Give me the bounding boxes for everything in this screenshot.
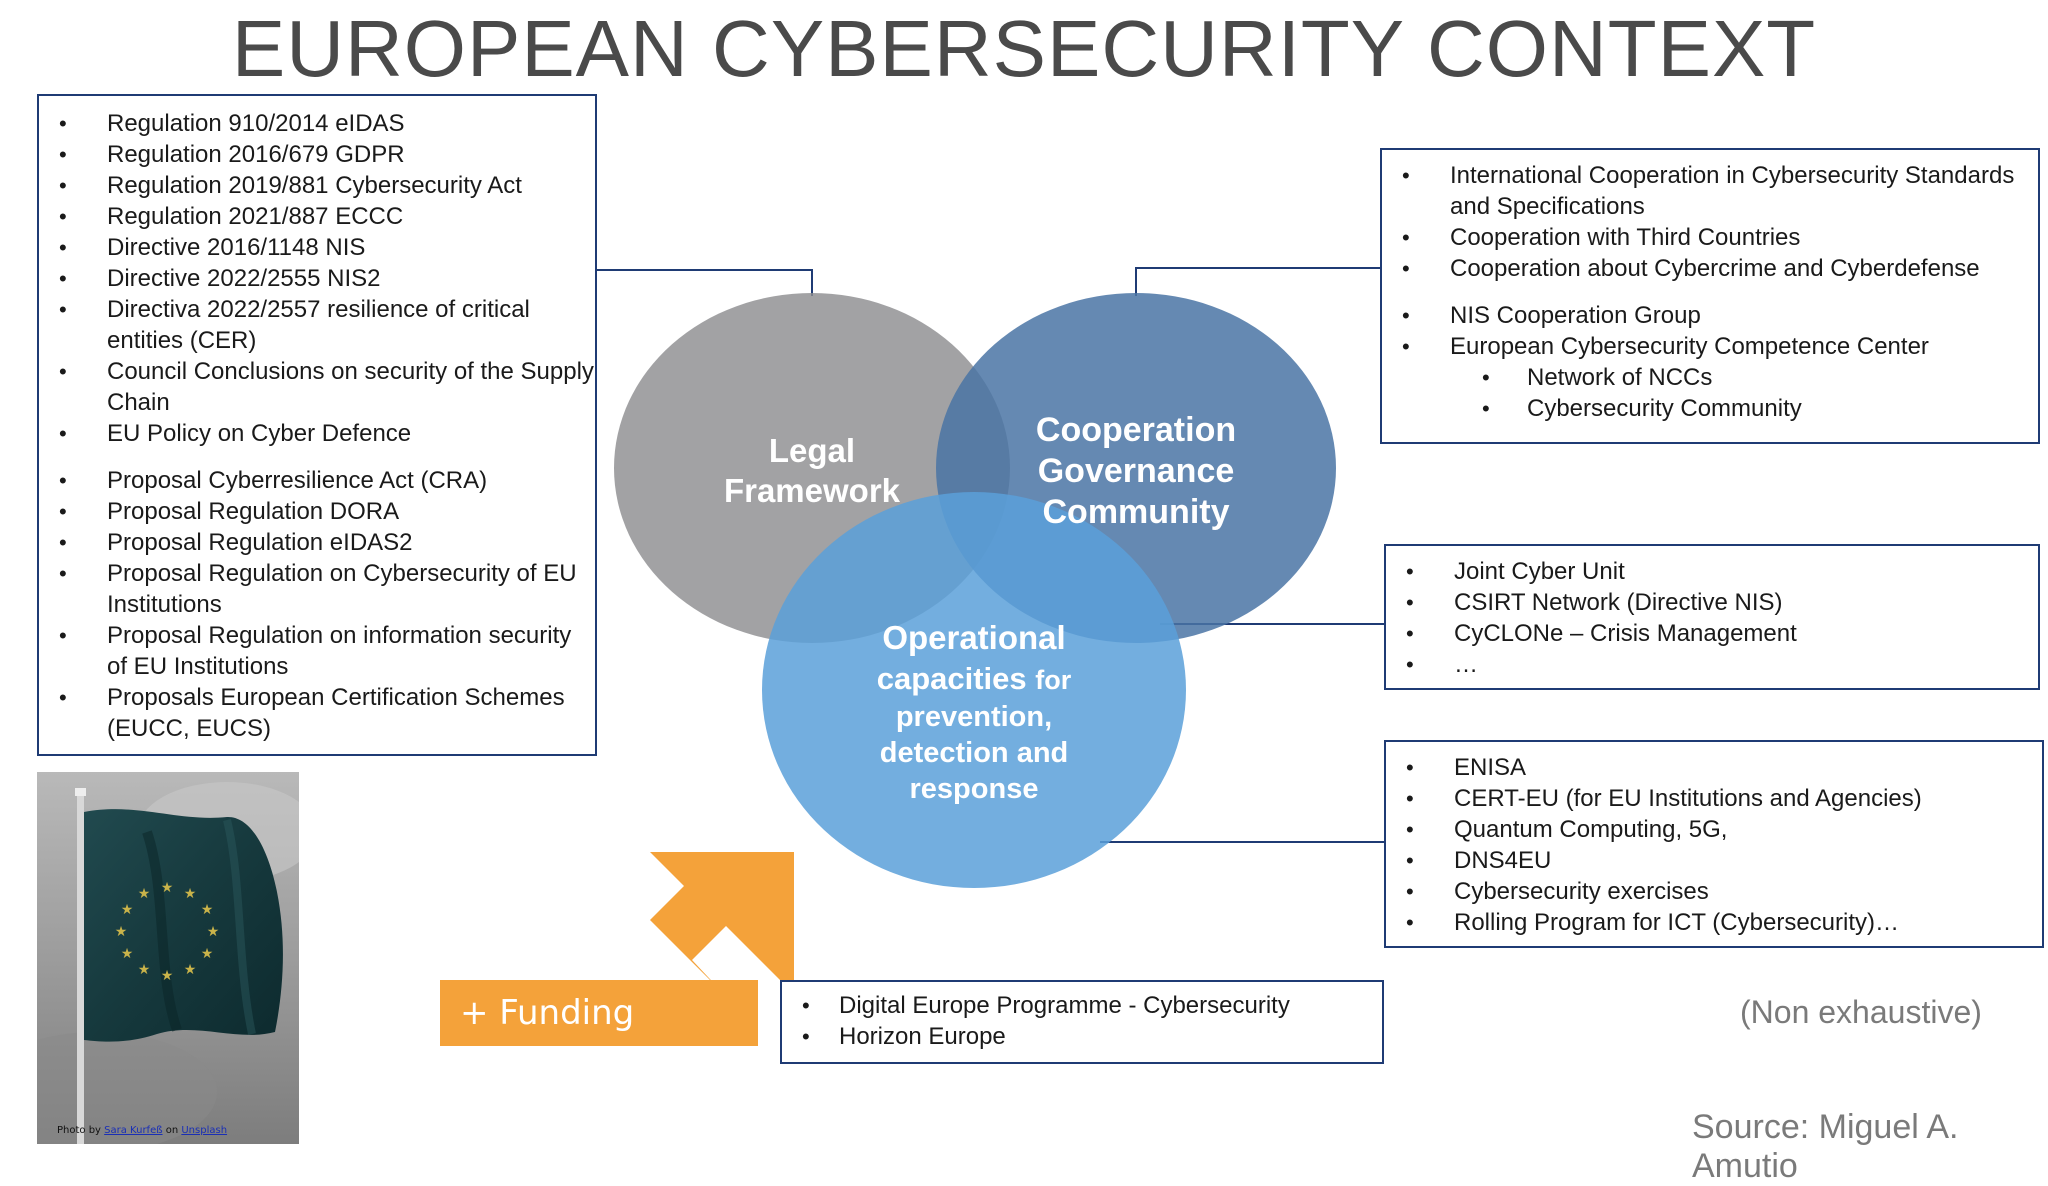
list-item: CSIRT Network (Directive NIS) <box>1386 587 2038 618</box>
list-item: DNS4EU <box>1386 845 2042 876</box>
photo-credit: Photo by Sara Kurfeß on Unsplash <box>57 1125 228 1136</box>
cooperation-box: International Cooperation in Cybersecuri… <box>1380 148 2040 444</box>
list-item: NIS Cooperation Group <box>1382 300 2038 331</box>
list-item: … <box>1386 649 2038 680</box>
oper-label-2b: for <box>1035 665 1071 695</box>
list-item: Digital Europe Programme - Cybersecurity <box>782 990 1382 1021</box>
unsplash-link[interactable]: Unsplash <box>181 1125 228 1136</box>
connector-legal <box>597 269 813 296</box>
list-item: International Cooperation in Cybersecuri… <box>1382 160 2038 222</box>
list-item: Cooperation about Cybercrime and Cyberde… <box>1382 253 2038 284</box>
list-item: Quantum Computing, 5G, <box>1386 814 2042 845</box>
legal-label-1: Legal <box>769 432 855 469</box>
oper-label-2: capacities for <box>877 661 1072 696</box>
list-item: Regulation 2016/679 GDPR <box>39 139 595 170</box>
svg-text:★: ★ <box>138 962 151 978</box>
list-item: Proposal Regulation eIDAS2 <box>39 527 595 558</box>
svg-text:★: ★ <box>121 902 134 918</box>
joint-cyber-box: Joint Cyber Unit CSIRT Network (Directiv… <box>1384 544 2040 690</box>
oper-label-2a: capacities <box>877 661 1027 696</box>
list-item: Regulation 2019/881 Cybersecurity Act <box>39 170 595 201</box>
list-item: ENISA <box>1386 752 2042 783</box>
operational-circle <box>762 492 1186 888</box>
svg-text:★: ★ <box>161 968 174 984</box>
oper-label-5: response <box>910 773 1039 805</box>
enisa-box: ENISA CERT-EU (for EU Institutions and A… <box>1384 740 2044 948</box>
legal-label-2: Framework <box>724 472 901 509</box>
svg-text:★: ★ <box>121 946 134 962</box>
svg-text:★: ★ <box>161 880 174 896</box>
list-item: Directive 2016/1148 NIS <box>39 232 595 263</box>
list-item: Cooperation with Third Countries <box>1382 222 2038 253</box>
eu-flag-image: ★★★ ★★★ ★★★ ★★★ <box>37 772 299 1144</box>
list-item: Cybersecurity exercises <box>1386 876 2042 907</box>
list-item: Regulation 910/2014 eIDAS <box>39 108 595 139</box>
eu-flag-photo: ★★★ ★★★ ★★★ ★★★ Photo by Sara Kurfeß on … <box>37 772 299 1144</box>
svg-text:★: ★ <box>201 946 214 962</box>
list-item: Proposal Cyberresilience Act (CRA) <box>39 465 595 496</box>
oper-label-1: Operational <box>882 619 1065 656</box>
list-item: EU Policy on Cyber Defence <box>39 418 595 449</box>
list-item: Proposal Regulation on Cybersecurity of … <box>39 558 595 620</box>
svg-text:★: ★ <box>201 902 214 918</box>
non-exhaustive-note: (Non exhaustive) <box>1740 994 1982 1030</box>
funding-arrow-icon <box>650 852 794 994</box>
venn-diagram: Legal Framework Cooperation Governance C… <box>597 267 1384 994</box>
svg-text:★: ★ <box>207 924 220 940</box>
connector-coop <box>1135 267 1380 296</box>
list-subitem: Network of NCCs <box>1382 362 2038 393</box>
coop-label-3: Community <box>1043 493 1230 531</box>
funding-programmes-box: Digital Europe Programme - Cybersecurity… <box>780 980 1384 1064</box>
list-item: Directiva 2022/2557 resilience of critic… <box>39 294 595 356</box>
coop-label-2: Governance <box>1038 452 1235 490</box>
list-item: CyCLONe – Crisis Management <box>1386 618 2038 649</box>
list-subitem: Cybersecurity Community <box>1382 393 2038 424</box>
page-title: EUROPEAN CYBERSECURITY CONTEXT <box>231 4 1817 93</box>
funding-label: + Funding <box>440 980 758 1046</box>
list-item: Proposals European Certification Schemes… <box>39 682 595 744</box>
svg-text:★: ★ <box>138 886 151 902</box>
list-item: Horizon Europe <box>782 1021 1382 1052</box>
list-item: European Cybersecurity Competence Center <box>1382 331 2038 362</box>
source-credit: Source: Miguel A. Amutio <box>1692 1108 1959 1185</box>
list-item: Proposal Regulation DORA <box>39 496 595 527</box>
coop-label-1: Cooperation <box>1036 411 1236 449</box>
list-item: CERT-EU (for EU Institutions and Agencie… <box>1386 783 2042 814</box>
svg-text:★: ★ <box>115 924 128 940</box>
list-item: Proposal Regulation on information secur… <box>39 620 595 682</box>
oper-label-4: detection and <box>880 737 1069 769</box>
photo-author-link[interactable]: Sara Kurfeß <box>104 1125 163 1136</box>
list-item: Regulation 2021/887 ECCC <box>39 201 595 232</box>
legal-framework-box: Regulation 910/2014 eIDAS Regulation 201… <box>37 94 597 756</box>
list-item: Council Conclusions on security of the S… <box>39 356 595 418</box>
list-item: Joint Cyber Unit <box>1386 556 2038 587</box>
oper-label-3: prevention, <box>896 701 1052 733</box>
list-item: Rolling Program for ICT (Cybersecurity)… <box>1386 907 2042 938</box>
list-item: Directive 2022/2555 NIS2 <box>39 263 595 294</box>
svg-text:★: ★ <box>184 962 197 978</box>
svg-text:★: ★ <box>184 886 197 902</box>
